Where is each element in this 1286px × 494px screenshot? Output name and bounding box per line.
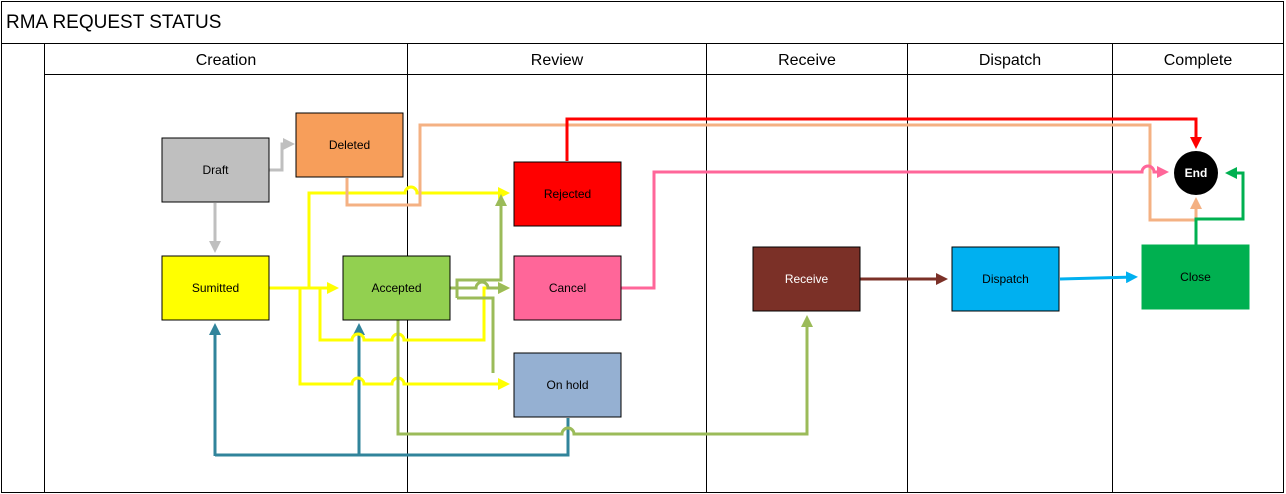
node-cancel-label: Cancel (549, 281, 586, 295)
node-sumitted: Sumitted (161, 255, 270, 321)
node-rejected-label: Rejected (544, 187, 591, 201)
connector-draft-deleted (269, 138, 295, 172)
node-dispatch: Dispatch (951, 246, 1060, 312)
node-rejected: Rejected (513, 161, 622, 227)
lane-header-complete: Complete (1164, 52, 1233, 69)
node-close: Close (1141, 244, 1250, 310)
lane-header-creation: Creation (196, 52, 256, 69)
connector-rejected-end (565, 117, 1202, 161)
connector-close-end (1194, 167, 1245, 245)
connector-sumitted-onhold (298, 288, 510, 390)
node-sumitted-label: Sumitted (192, 281, 239, 295)
node-deleted: Deleted (295, 112, 404, 178)
node-draft: Draft (161, 137, 270, 203)
node-cancel: Cancel (513, 255, 622, 321)
diagram-title: RMA REQUEST STATUS (6, 12, 221, 33)
node-receive-label: Receive (785, 272, 829, 286)
connector-accepted-cancel (450, 280, 510, 294)
node-dispatch-label: Dispatch (982, 272, 1029, 286)
connector-sumitted-cancel (318, 282, 510, 342)
connector-hold-return (215, 418, 570, 457)
lane-header-receive: Receive (778, 52, 836, 69)
connectors (209, 117, 1245, 457)
node-close-label: Close (1180, 270, 1211, 284)
node-on-hold: On hold (513, 352, 622, 418)
connector-dispatch-close (1059, 271, 1138, 284)
node-accepted: Accepted (342, 255, 451, 321)
connector-accepted-onhold (457, 296, 495, 373)
connector-deleted-end (345, 123, 1196, 222)
node-end: End (1174, 151, 1218, 195)
node-deleted-label: Deleted (329, 138, 370, 152)
node-end-label: End (1185, 166, 1208, 180)
node-draft-label: Draft (202, 163, 229, 177)
node-accepted-label: Accepted (371, 281, 421, 295)
node-on-hold-label: On hold (546, 378, 588, 392)
connector-sumitted-rejected (307, 185, 510, 288)
connector-accepted-receive (396, 315, 813, 436)
lane-headers: Creation Review Receive Dispatch Complet… (196, 52, 1233, 69)
connector-cancel-end (621, 164, 1169, 290)
nodes: Draft Deleted Sumitted Accepted Rejected… (161, 112, 1250, 418)
node-receive: Receive (752, 246, 861, 312)
lane-header-dispatch: Dispatch (979, 52, 1041, 69)
lane-header-review: Review (531, 52, 584, 69)
connector-accepted-rejected (455, 194, 507, 298)
